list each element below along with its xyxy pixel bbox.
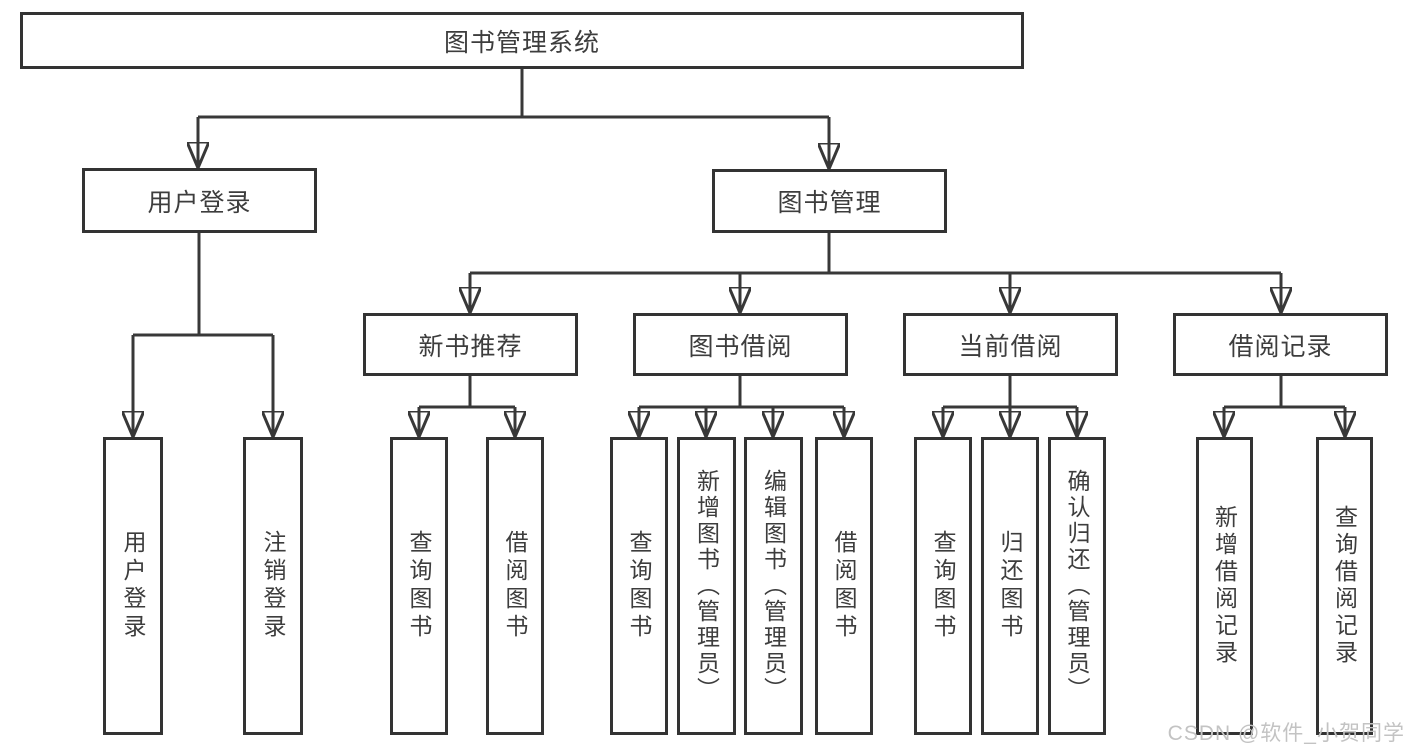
leaf-label: 新增借阅记录 (1211, 505, 1238, 667)
edge-current-borrow-to-children (943, 376, 1077, 435)
edge-book-mgmt-to-children (470, 233, 1281, 311)
node-current-borrow: 当前借阅 (903, 313, 1118, 376)
node-label: 图书管理 (777, 189, 882, 217)
leaf-label: 新增图书（管理员） (693, 469, 720, 703)
edge-borrow-record-to-children (1224, 376, 1345, 435)
connector-line (198, 69, 829, 119)
node-label: 借阅记录 (1228, 332, 1333, 361)
leaf-confirm-return-admin: 确认归还（管理员） (1048, 437, 1106, 735)
leaf-label: 注销登录 (260, 530, 286, 642)
csdn-watermark: CSDN @软件_小贺同学 (1167, 722, 1405, 745)
node-label: 用户登录 (147, 188, 252, 217)
edge-user-login-to-children (133, 233, 273, 435)
node-label: 新书推荐 (418, 332, 523, 361)
leaf-query-book-2: 查询图书 (610, 437, 668, 735)
edge-book-borrow-to-children (639, 376, 844, 435)
leaf-borrow-book-2: 借阅图书 (815, 437, 873, 735)
leaf-label: 查询借阅记录 (1331, 505, 1358, 667)
leaf-borrow-book-1: 借阅图书 (486, 437, 544, 735)
leaf-label: 编辑图书（管理员） (760, 469, 787, 703)
leaf-user-login: 用户登录 (103, 437, 163, 735)
node-label: 当前借阅 (958, 332, 1063, 361)
leaf-label: 查询图书 (406, 530, 432, 642)
leaf-return-book: 归还图书 (981, 437, 1039, 735)
leaf-label: 借阅图书 (831, 530, 857, 642)
connector-line (1224, 376, 1345, 409)
edge-new-book-to-children (419, 376, 515, 435)
node-library-system: 图书管理系统 (20, 12, 1024, 69)
connector-line (133, 233, 273, 337)
node-label: 图书管理系统 (443, 28, 600, 57)
node-user-login: 用户登录 (82, 168, 317, 233)
node-new-book-recommend: 新书推荐 (363, 313, 578, 376)
connector-line (470, 233, 1281, 275)
node-book-borrow: 图书借阅 (633, 313, 848, 376)
leaf-query-book-3: 查询图书 (914, 437, 972, 735)
connector-line (639, 376, 844, 409)
node-book-management: 图书管理 (712, 169, 947, 233)
leaf-label: 归还图书 (997, 530, 1023, 642)
leaf-edit-book-admin: 编辑图书（管理员） (744, 437, 803, 735)
connector-line (419, 376, 515, 409)
node-borrow-record: 借阅记录 (1173, 313, 1388, 376)
leaf-query-borrow-record: 查询借阅记录 (1316, 437, 1373, 735)
leaf-add-borrow-record: 新增借阅记录 (1196, 437, 1253, 735)
leaf-label: 用户登录 (120, 530, 146, 642)
leaf-label: 查询图书 (930, 530, 956, 642)
edge-root-to-children (198, 69, 829, 167)
leaf-label: 查询图书 (626, 530, 652, 642)
node-label: 图书借阅 (688, 332, 793, 361)
leaf-label: 确认归还（管理员） (1064, 469, 1090, 703)
leaf-query-book-1: 查询图书 (390, 437, 448, 735)
leaf-label: 借阅图书 (502, 530, 528, 642)
leaf-add-book-admin: 新增图书（管理员） (677, 437, 736, 735)
connector-line (943, 376, 1077, 409)
leaf-logout: 注销登录 (243, 437, 303, 735)
